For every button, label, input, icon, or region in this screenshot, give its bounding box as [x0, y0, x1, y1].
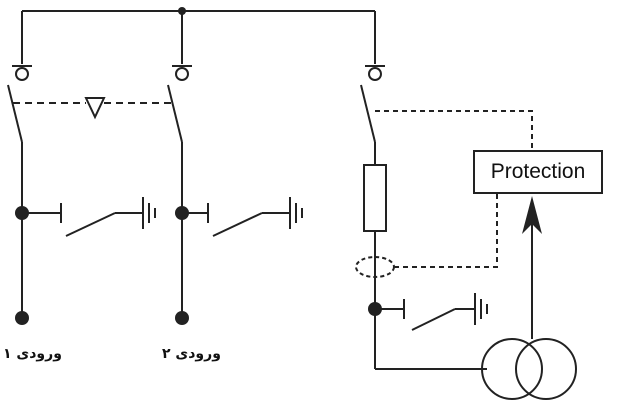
arrow-head-icon: [522, 196, 542, 234]
input-1-label: ورودی ۱: [3, 346, 62, 362]
junction-dot: [178, 7, 186, 15]
node-dot-3: [368, 302, 382, 316]
earthing-switch-2: [182, 203, 290, 237]
terminal-dot-2: [175, 311, 189, 325]
switch-blade-1: [7, 84, 23, 143]
protection-relay-box: Protection: [473, 150, 603, 194]
switch-blade-3: [360, 84, 376, 143]
ground-icon: [474, 293, 488, 325]
terminal-dot-1: [15, 311, 29, 325]
earthing-switch-3: [375, 299, 475, 331]
protection-label: Protection: [490, 160, 586, 183]
node-dot-1: [15, 206, 29, 220]
triangle-down-icon: [84, 97, 106, 120]
ground-icon: [142, 197, 156, 229]
isolator-terminal-2: [172, 65, 192, 81]
trip-signal-line: [375, 110, 533, 150]
fuse-icon: [363, 164, 387, 232]
ct-signal-line: [394, 194, 498, 268]
isolator-terminal-3: [365, 65, 385, 81]
input-2-label: ورودی ۲: [162, 346, 221, 362]
node-dot-2: [175, 206, 189, 220]
switch-blade-2: [167, 84, 183, 143]
isolator-terminal-1: [12, 65, 32, 81]
ground-icon: [289, 197, 303, 229]
earthing-switch-1: [22, 203, 143, 237]
transformer-icon: [481, 338, 577, 400]
